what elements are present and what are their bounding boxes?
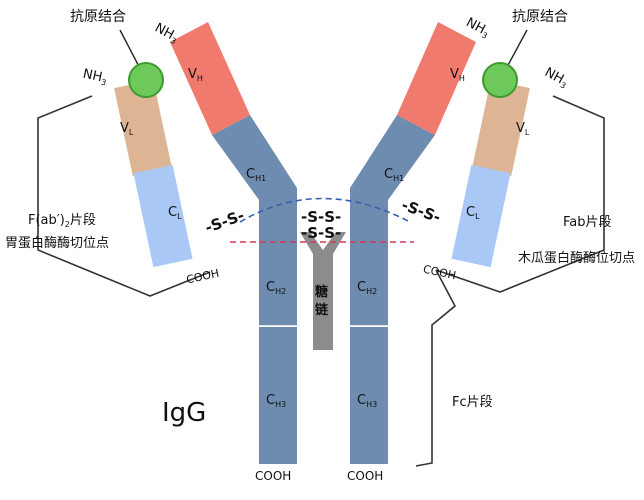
- fc-bracket: [415, 269, 457, 467]
- fab-fragment-label: Fab片段: [563, 215, 612, 230]
- right-ch3-domain: [350, 327, 388, 464]
- igg-title: IgG: [162, 398, 206, 428]
- right-interchain-disulfide: -S-S-: [399, 196, 443, 227]
- hinge-disulfide-bottom: -S-S-: [301, 224, 341, 242]
- fab-bracket: [435, 95, 605, 293]
- left-cl-label: CL: [168, 205, 182, 221]
- left-interchain-disulfide: -S-S-: [203, 206, 247, 237]
- right-antigen-binding-label: 抗原结合: [512, 9, 568, 25]
- left-cl-domain: [133, 164, 193, 268]
- left-ch3-domain: [259, 327, 297, 464]
- right-cl-domain: [451, 164, 511, 268]
- fab2-fragment-label: F(ab′)2片段: [28, 213, 96, 229]
- right-light-cooh: COOH: [422, 263, 457, 283]
- left-vl-domain: [114, 79, 172, 177]
- right-vl-label: VL: [516, 121, 530, 137]
- right-light-nh3: NH3: [541, 65, 570, 91]
- sugar-chain-label-1: 糖: [315, 284, 328, 300]
- sugar-chain-shape: [300, 232, 346, 350]
- fab2-bracket: [37, 95, 211, 297]
- left-light-nh3: NH3: [81, 67, 108, 88]
- left-ch3-label: CH3: [266, 393, 286, 409]
- right-vh-domain: [397, 22, 476, 135]
- left-ch1-label: CH1: [246, 167, 266, 183]
- pepsin-cleavage-site-label: 胃蛋白酶酶切位点: [5, 235, 109, 251]
- left-ch1-domain: [212, 115, 297, 243]
- left-antigen-binding-label: 抗原结合: [70, 9, 126, 25]
- left-vh-domain: [170, 22, 250, 135]
- right-heavy-cooh: COOH: [347, 469, 383, 483]
- sugar-chain-label-2: 链: [314, 302, 329, 318]
- left-antigen: [128, 62, 164, 98]
- right-ch2-domain: [350, 243, 388, 326]
- left-vl-label: VL: [120, 121, 134, 137]
- hinge-disulfide-top: -S-S-: [301, 208, 341, 226]
- right-ch3-label: CH3: [357, 393, 377, 409]
- right-vh-label: VH: [450, 67, 465, 83]
- right-cl-label: CL: [466, 205, 480, 221]
- left-ch2-label: CH2: [266, 280, 286, 296]
- left-ch2-domain: [259, 243, 297, 326]
- papain-cleavage-line: [239, 197, 411, 223]
- right-antigen: [482, 62, 518, 98]
- left-vh-label: VH: [188, 67, 203, 83]
- left-heavy-cooh: COOH: [255, 469, 291, 483]
- right-heavy-nh3: NH3: [463, 15, 492, 41]
- papain-cleavage-site-label: 木瓜蛋白酶酶位切点: [518, 250, 635, 266]
- fc-fragment-label: Fc片段: [452, 395, 493, 410]
- left-light-cooh: COOH: [185, 267, 220, 287]
- right-ch1-domain: [350, 115, 435, 243]
- right-ch2-label: CH2: [357, 280, 377, 296]
- right-ch1-label: CH1: [384, 167, 404, 183]
- right-vl-domain: [472, 79, 530, 177]
